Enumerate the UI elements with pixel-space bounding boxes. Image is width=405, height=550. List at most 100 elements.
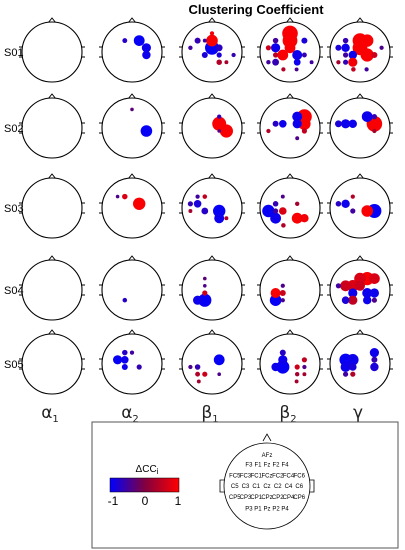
electrode-label-c3: C3 — [242, 484, 250, 490]
cc-node-f3 — [342, 37, 349, 44]
ear-mark-left — [179, 46, 182, 58]
cc-node-afz — [209, 31, 215, 36]
cc-node-cp2 — [295, 372, 300, 377]
cc-node-fc1 — [203, 284, 207, 288]
head-outline — [101, 21, 163, 83]
head-map — [19, 329, 85, 395]
nose-mark — [127, 329, 137, 336]
cc-node-c4 — [372, 128, 377, 134]
cc-node-f3 — [195, 194, 200, 199]
ear-mark-right — [242, 284, 245, 296]
cc-node-p1 — [281, 67, 286, 72]
cc-node-cp1 — [348, 57, 358, 67]
ear-mark-left — [257, 358, 260, 370]
cc-node-fc5 — [335, 44, 342, 51]
cc-node-c4 — [301, 52, 307, 58]
nose-mark — [355, 93, 365, 100]
head-map — [257, 93, 323, 159]
cc-node-cp3 — [343, 59, 349, 65]
cc-node-c3 — [273, 52, 279, 58]
ear-mark-right — [320, 358, 323, 370]
ear-mark-left — [257, 46, 260, 58]
cc-node-p1 — [351, 67, 356, 72]
cc-node-cp4 — [224, 216, 229, 221]
head-map — [99, 173, 165, 239]
ear-mark-right — [82, 122, 85, 134]
head-outline — [181, 259, 243, 321]
nose-mark — [207, 93, 217, 100]
cc-node-f4 — [301, 37, 308, 44]
ear-mark-right — [82, 46, 85, 58]
ear-mark-right — [162, 122, 165, 134]
cc-node-cp3 — [272, 58, 279, 66]
electrode-label-cp6: CP6 — [293, 495, 305, 501]
cc-node-fc3 — [340, 280, 351, 292]
head-map — [19, 17, 85, 83]
cc-node-p2 — [294, 67, 299, 72]
cc-node-f2 — [361, 111, 373, 122]
cc-node-fc1 — [348, 119, 357, 128]
cc-node-c4 — [370, 362, 379, 372]
electrode-label-fc5: FC5 — [229, 473, 241, 479]
nose-mark — [207, 329, 217, 336]
electrode-label-cpz: CPz — [261, 495, 272, 501]
cc-node-c1 — [201, 52, 208, 58]
cc-node-f2 — [217, 114, 222, 119]
nose-mark — [127, 255, 137, 262]
head-map — [327, 17, 393, 83]
ear-mark-left — [179, 202, 182, 214]
ear-mark-right — [162, 358, 165, 370]
cc-node-fc2 — [295, 201, 300, 206]
nose-mark — [207, 173, 217, 180]
head-outline — [181, 97, 243, 159]
ear-mark-right — [82, 202, 85, 214]
figure-title: Clustering Coefficient — [188, 2, 324, 17]
ear-mark-right — [320, 284, 323, 296]
head-map — [179, 93, 245, 159]
cc-node-cp3 — [195, 371, 201, 377]
cc-node-c5 — [266, 128, 271, 134]
ear-mark-right — [82, 284, 85, 296]
cc-node-c2 — [292, 50, 303, 60]
electrode-map-right-ear — [309, 479, 315, 493]
cc-node-c2 — [362, 288, 373, 298]
cc-node-f1 — [122, 193, 128, 200]
cc-node-c4 — [302, 364, 307, 370]
cc-node-cp4 — [371, 297, 377, 303]
nose-mark — [47, 329, 57, 336]
cc-node-f4 — [369, 348, 379, 358]
head-outline — [181, 333, 243, 395]
cc-node-cp3 — [343, 371, 349, 377]
nose-mark — [285, 173, 295, 180]
head-outline — [329, 177, 391, 239]
cc-node-c5 — [188, 364, 193, 370]
nose-mark — [355, 255, 365, 262]
electrode-label-cp2: CP2 — [272, 495, 284, 501]
cc-node-fc3 — [341, 119, 351, 129]
head-map — [19, 255, 85, 321]
cc-node-fc4 — [301, 357, 307, 363]
cc-node-fc2 — [292, 119, 302, 129]
head-map — [257, 255, 323, 321]
ear-mark-left — [19, 358, 22, 370]
ear-mark-right — [390, 202, 393, 214]
cc-node-cp3 — [193, 295, 203, 305]
cc-node-fc4 — [298, 117, 311, 130]
head-map — [257, 17, 323, 83]
cc-node-c3 — [273, 208, 279, 214]
cc-node-c1 — [279, 290, 286, 296]
electrode-label-c1: C1 — [252, 484, 260, 490]
head-map — [99, 93, 165, 159]
head-map — [257, 329, 323, 395]
cc-node-cp6 — [309, 60, 314, 65]
cc-node-cp2 — [295, 136, 300, 141]
cc-node-cp2 — [217, 372, 221, 377]
electrode-label-c6: C6 — [295, 484, 303, 490]
cc-node-fc3 — [341, 43, 350, 52]
cc-node-c4 — [219, 124, 233, 138]
cc-node-c3 — [340, 362, 351, 372]
head-outline — [21, 333, 83, 395]
head-map — [327, 329, 393, 395]
ear-mark-left — [257, 284, 260, 296]
